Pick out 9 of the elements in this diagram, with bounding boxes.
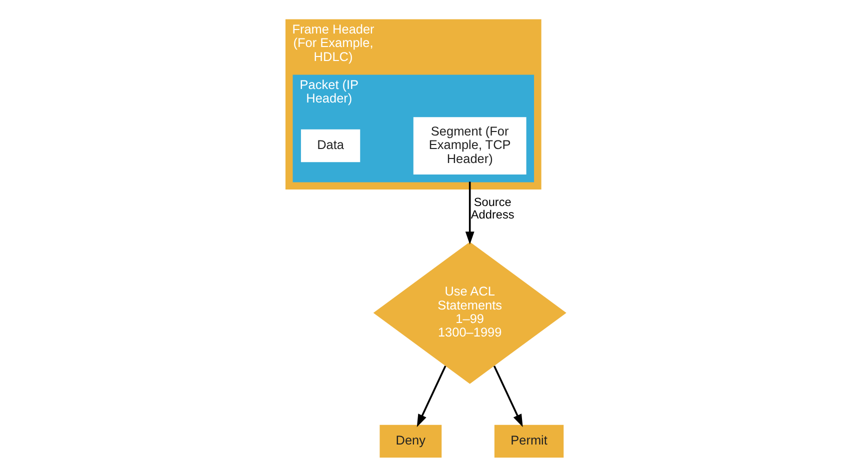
arrow [465, 182, 474, 244]
arrow [416, 366, 446, 428]
arrow [493, 366, 523, 428]
node-box: Segment (For Example, TCP Header) [413, 117, 526, 174]
node-box: Deny [380, 424, 442, 458]
node-box: Data [300, 129, 360, 162]
node-diamond: Use ACL Statements 1–99 1300–1999 [373, 242, 566, 384]
edge-label: Source Address [470, 194, 514, 222]
node-box: Permit [494, 424, 564, 458]
